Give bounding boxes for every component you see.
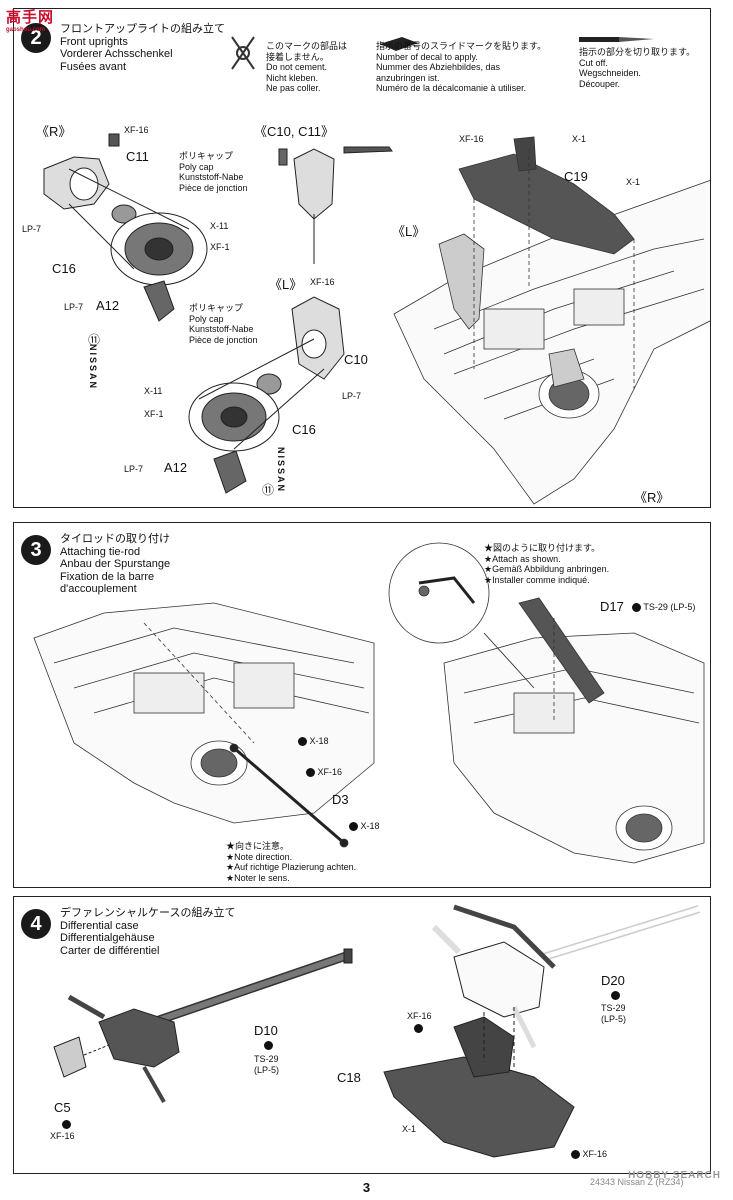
label-ts29: TS-29 (254, 1054, 279, 1064)
decal-11-L: ⑪ (262, 483, 275, 497)
label-x18b: X-18 (347, 821, 380, 832)
label-L: 《L》 (269, 277, 303, 292)
label-xf16: XF-16 (304, 767, 342, 778)
no-cement-note: このマークの部品は接着しません。Do not cement.Nicht kleb… (266, 41, 348, 93)
site-watermark: HOBBY SEARCH (628, 1170, 721, 1181)
page-number: 3 (362, 1180, 371, 1195)
cut-note: 指示の部分を切り取ります。Cut off.Wegschneiden.Découp… (579, 47, 696, 89)
label-lp7-L: LP-7 (342, 391, 362, 401)
label-x18: X-18 (296, 736, 329, 747)
part-c5: C5 (54, 1100, 71, 1115)
site-logo: 高手网 gaoshou.com (6, 9, 55, 33)
part-d10: D10 (254, 1023, 278, 1038)
label-c10-c11: 《C10, C11》 (254, 124, 334, 139)
no-cement-icon (231, 36, 255, 70)
label-L-car: 《L》 (392, 224, 426, 239)
part-a12: A12 (96, 298, 120, 313)
step4-drawing (53, 904, 701, 1158)
label-xf16c: XF-16 (569, 1149, 607, 1160)
part-c19: C19 (564, 169, 588, 184)
label-R-car: 《R》 (634, 490, 670, 505)
label-xf16b: XF-16 (407, 1011, 432, 1021)
pin-d10 (262, 1040, 273, 1051)
pin-c5 (60, 1119, 71, 1130)
label-x1-car: X-1 (572, 134, 587, 144)
direction-note: ★向きに注意。★Note direction.★Auf richtige Pla… (226, 841, 357, 883)
nissan-text: NISSAN (88, 344, 98, 391)
label-xf16: XF-16 (124, 125, 149, 135)
pin-d20 (609, 990, 620, 1001)
step2-drawing (43, 36, 710, 505)
label-x1: X-1 (402, 1124, 417, 1134)
part-c16-L: C16 (292, 422, 316, 437)
label-x11-L: X-11 (144, 386, 163, 396)
label-lp7: LP-7 (22, 224, 42, 234)
label-R: 《R》 (36, 124, 72, 139)
step-number: 4 (21, 909, 51, 939)
part-c10: C10 (344, 352, 368, 367)
label-xf1-L: XF-1 (144, 409, 164, 419)
attach-note: ★図のように取り付けます。★Attach as shown.★Gemäß Abb… (484, 543, 610, 585)
label-xf16-L: XF-16 (310, 277, 335, 287)
footer-code: 24343 Nissan Z (RZ34) (590, 1177, 684, 1187)
label-xf1: XF-1 (210, 242, 230, 252)
step-number: 3 (21, 535, 51, 565)
label-xf16-car: XF-16 (459, 134, 484, 144)
label-lp7-a12: LP-7 (64, 302, 84, 312)
decal-arrow-icon (380, 37, 418, 51)
label-x1-car2: X-1 (626, 177, 641, 187)
label-lp5b: (LP-5) (601, 1014, 627, 1024)
label-ts29: TS-29 (LP-5) (630, 602, 695, 613)
label-lp5: (LP-5) (254, 1065, 280, 1075)
cut-knife-icon (579, 37, 654, 42)
label-xf16-c5: XF-16 (50, 1131, 75, 1141)
part-c11: C11 (126, 149, 149, 164)
part-c18: C18 (337, 1070, 361, 1085)
nissan-text-L: NISSAN (276, 447, 286, 494)
decal-11: ⑪ (88, 333, 101, 347)
label-lp7-a12-L: LP-7 (124, 464, 144, 474)
part-d20: D20 (601, 973, 625, 988)
step-number: 2 (21, 23, 51, 53)
part-d3: D3 (332, 792, 349, 807)
pin-xf16b (412, 1023, 423, 1034)
part-c16: C16 (52, 261, 76, 276)
part-a12-L: A12 (164, 460, 188, 475)
decal-note: 指示の番号のスライドマークを貼ります。Number of decal to ap… (376, 41, 547, 93)
part-d17: D17 (600, 599, 624, 614)
step3-drawing (33, 542, 705, 864)
label-x11: X-11 (210, 221, 229, 231)
label-ts29b: TS-29 (601, 1003, 626, 1013)
